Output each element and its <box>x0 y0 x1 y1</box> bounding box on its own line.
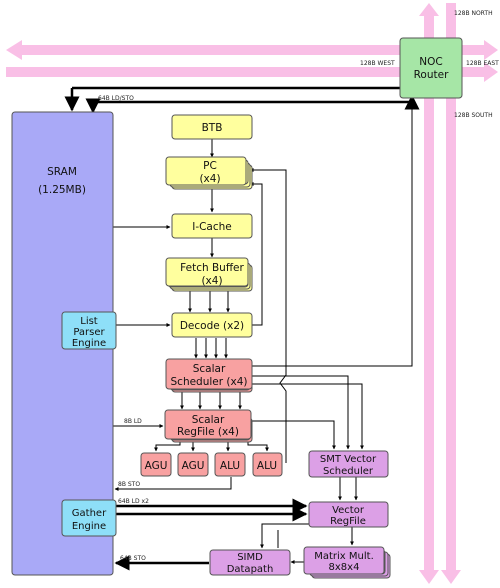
alu-feedback-to-pc <box>249 168 287 463</box>
link-8b-ld: 8B LD <box>124 418 142 425</box>
alu-8b-sto <box>114 477 232 491</box>
sram-size: (1.25MB) <box>38 184 86 196</box>
scalar-regfile-line1: Scalar <box>192 414 225 426</box>
vector-scheduler-line2: Scheduler <box>323 466 374 477</box>
link-64b-sto: 64B STO <box>120 555 146 562</box>
alu-2-label: ALU <box>257 460 277 472</box>
agu-1-label: AGU <box>145 460 168 472</box>
vector-scheduler-block: SMT Vector Scheduler <box>308 450 389 478</box>
pc-block: PC (x4) <box>165 156 253 190</box>
decode-label: Decode (x2) <box>180 320 244 332</box>
list-parser-line1: List <box>80 316 98 327</box>
alu-1-label: ALU <box>220 460 240 472</box>
decode-feedback-to-pc <box>249 182 263 326</box>
noc-west-link-lower <box>6 62 498 82</box>
noc-router-line2: Router <box>414 69 449 81</box>
noc-north-link-right <box>441 3 461 584</box>
agu-2-label: AGU <box>182 460 205 472</box>
scalar-scheduler-line2: Scheduler (x4) <box>171 376 248 388</box>
reg-to-vec-sched <box>252 420 336 450</box>
simd-line1: SIMD <box>237 552 263 563</box>
link-64b-ld-x2: 64B LD x2 <box>118 498 149 505</box>
vector-regfile-block: Vector RegFile <box>308 501 389 528</box>
alu-1: ALU <box>214 452 246 477</box>
pc-line1: PC <box>203 160 217 172</box>
noc-east-link-upper <box>462 40 498 60</box>
btb-block: BTB <box>171 114 253 140</box>
sram-title: SRAM <box>47 166 77 178</box>
noc-south-label: 128B SOUTH <box>454 112 493 119</box>
noc-north-label: 128B NORTH <box>454 10 493 17</box>
gather-engine: Gather Engine <box>61 499 117 537</box>
noc-links <box>6 3 498 584</box>
list-parser-line3: Engine <box>72 338 106 349</box>
list-parser-engine: List Parser Engine <box>61 311 117 350</box>
matrix-line2: 8x8x4 <box>329 562 360 573</box>
noc-west-label: 128B WEST <box>360 60 395 67</box>
sched-to-vec-sched-2 <box>252 383 364 450</box>
noc-west-link-upper <box>6 40 400 60</box>
scalar-scheduler-line1: Scalar <box>193 363 226 375</box>
vector-scheduler-line1: SMT Vector <box>320 454 377 465</box>
matrix-mult-block: Matrix Mult. 8x8x4 <box>303 546 391 579</box>
matrix-line1: Matrix Mult. <box>314 551 374 562</box>
link-64b-ld-sto: 64B LD/STO <box>98 95 134 102</box>
icache-label: I-Cache <box>192 221 232 233</box>
fetch-buffer-line2: (x4) <box>201 275 222 287</box>
list-parser-line2: Parser <box>73 327 105 338</box>
alu-2: ALU <box>252 452 283 477</box>
icache-block: I-Cache <box>171 213 253 239</box>
scalar-regfile-line2: RegFile (x4) <box>177 426 239 438</box>
sram-noc-link <box>85 94 420 114</box>
connections <box>64 86 420 571</box>
link-8b-sto: 8B STO <box>118 481 140 488</box>
gather-line1: Gather <box>72 508 107 519</box>
simd-datapath-block: SIMD Datapath <box>209 549 291 576</box>
simd-line2: Datapath <box>227 564 274 575</box>
scalar-regfile-block: Scalar RegFile (x4) <box>164 409 253 443</box>
gather-line2: Engine <box>72 521 106 532</box>
sched-to-vec-sched <box>252 375 350 450</box>
noc-router: NOC Router <box>399 37 463 99</box>
agu-2: AGU <box>177 452 209 477</box>
sched-to-noc <box>252 98 414 367</box>
fetch-buffer-block: Fetch Buffer (x4) <box>165 257 253 292</box>
decode-block: Decode (x2) <box>171 312 253 338</box>
noc-south-link-left <box>419 98 439 584</box>
scalar-scheduler-block: Scalar Scheduler (x4) <box>165 358 253 393</box>
noc-north-link-left <box>419 3 439 38</box>
noc-router-line1: NOC <box>419 56 442 68</box>
vreg-to-simd <box>260 523 310 549</box>
btb-label: BTB <box>202 122 223 134</box>
vector-regfile-line1: Vector <box>332 505 365 516</box>
noc-east-label: 128B EAST <box>466 60 499 67</box>
pc-line2: (x4) <box>199 173 220 185</box>
fetch-buffer-line1: Fetch Buffer <box>180 262 244 274</box>
agu-1: AGU <box>140 452 172 477</box>
vector-regfile-line2: RegFile <box>330 516 366 527</box>
